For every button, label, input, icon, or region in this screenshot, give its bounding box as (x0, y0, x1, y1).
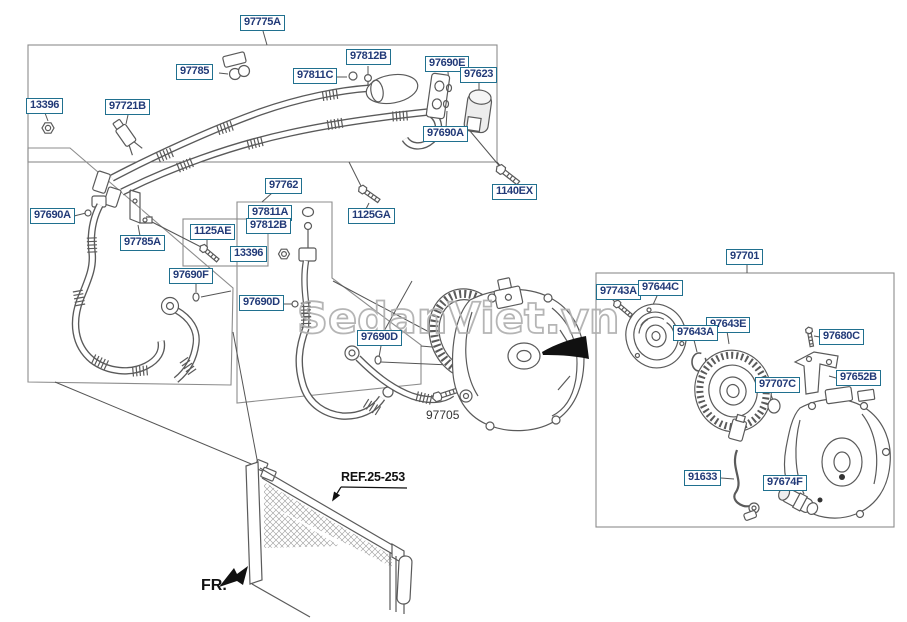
o-ring (84, 209, 92, 217)
pressure-sensor (112, 118, 143, 156)
bolt-97680c (804, 326, 815, 348)
valve-core (364, 73, 373, 85)
suction-hose-drawing (71, 203, 200, 383)
part-label-97785: 97785 (176, 64, 214, 80)
part-label-97785a: 97785A (120, 235, 165, 251)
part-label-97701: 97701 (726, 249, 764, 265)
part-label-97690d: 97690D (357, 330, 402, 346)
bracket-97652b (793, 351, 839, 395)
receiver-drier (463, 89, 493, 134)
part-label-97705: 97705 (426, 408, 460, 422)
o-ring (192, 292, 200, 302)
wire-harness (728, 413, 760, 521)
fr-direction-arrow (219, 566, 248, 587)
part-label-97775a: 97775A (240, 15, 285, 31)
part-label-97812b: 97812B (346, 49, 391, 65)
part-label-97644c: 97644C (638, 280, 683, 296)
bracket-97785a (129, 189, 153, 224)
nut (41, 122, 55, 134)
part-label-97623: 97623 (460, 67, 498, 83)
eyelet-hose (160, 292, 200, 383)
bolt-1140ex (495, 163, 521, 186)
compressor-hose-drawing (344, 345, 455, 406)
o-ring (445, 83, 453, 93)
nut (277, 248, 291, 260)
part-label-1140ex: 1140EX (492, 184, 537, 200)
hose-end-fittings (91, 170, 122, 208)
ref-callout-arrow (332, 486, 408, 502)
plug-97707c (767, 398, 781, 414)
part-label-97690e: 97690E (425, 56, 470, 72)
compressor-drawing (428, 277, 587, 432)
part-label-97812b: 97812B (246, 218, 291, 234)
manifold-flange (425, 72, 451, 120)
part-label-fr-: FR. (201, 577, 227, 594)
watermark-text: SedanViet.vn (297, 294, 620, 344)
bolt-97743a (612, 299, 634, 318)
valve-core (303, 221, 313, 233)
condenser-drawing (245, 459, 413, 618)
group-box-compressor-detail (595, 272, 895, 528)
bolt-1125ae (199, 243, 220, 263)
part-label-97721b: 97721B (105, 99, 150, 115)
part-label-1125ga: 1125GA (348, 208, 395, 224)
part-label-97690a: 97690A (30, 208, 75, 224)
group-boxes (27, 44, 895, 528)
clutch-detail-drawing (612, 299, 891, 521)
part-label-13396: 13396 (230, 246, 268, 262)
discharge-hose-drawing (277, 206, 394, 420)
group-box-suction-hose (27, 147, 234, 386)
part-label-97652b: 97652B (836, 370, 881, 386)
view-direction-arrow (542, 336, 589, 359)
part-label-1125ae: 1125AE (190, 224, 236, 240)
part-label-97707c: 97707C (755, 377, 800, 393)
part-label-91633: 91633 (684, 470, 722, 486)
o-ring (291, 300, 299, 308)
part-label-97643a: 97643A (673, 325, 718, 341)
part-label-97762: 97762 (265, 178, 303, 194)
part-label-97811c: 97811C (293, 68, 338, 84)
clutch-disc (625, 303, 687, 369)
part-label-97690d: 97690D (239, 295, 284, 311)
fastener-glyphs (129, 163, 521, 403)
line-art (41, 51, 891, 618)
o-ring (374, 355, 382, 365)
part-label-97690a: 97690A (423, 126, 468, 142)
part-label-97690f: 97690F (169, 268, 213, 284)
charge-cap (301, 206, 315, 218)
clamp-bracket (222, 51, 251, 81)
group-box-discharge-hose (236, 201, 422, 404)
part-label-97743a: 97743A (596, 284, 641, 300)
part-label-ref-25-253: REF.25-253 (341, 470, 406, 484)
bolt-1125ga (357, 184, 381, 204)
part-label-97680c: 97680C (819, 329, 864, 345)
part-label-97674f: 97674F (763, 475, 807, 491)
group-box-fasteners (182, 218, 269, 267)
charge-cap (348, 71, 358, 81)
o-ring (442, 99, 450, 109)
part-label-13396: 13396 (26, 98, 64, 114)
compressor-small-drawing (783, 386, 891, 519)
hose-assembly-drawing (41, 51, 493, 208)
